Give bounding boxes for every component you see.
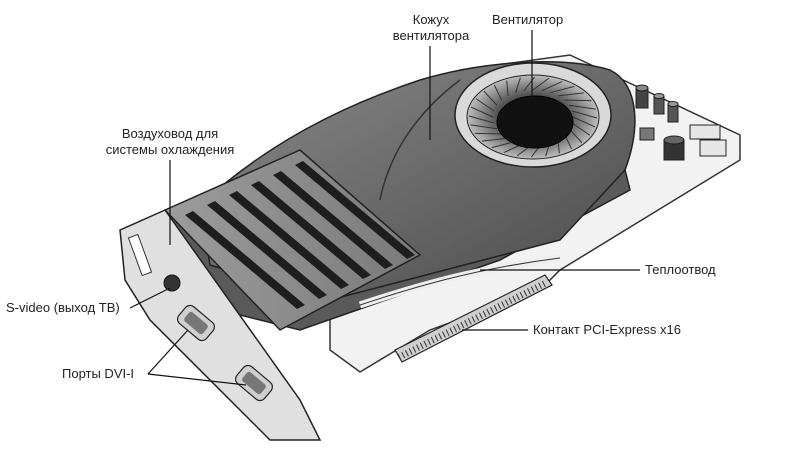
fan <box>455 63 611 167</box>
label-svideo: S-video (выход ТВ) <box>6 300 120 316</box>
label-dvi-ports: Порты DVI-I <box>62 366 134 382</box>
label-pci-contact: Контакт PCI-Express x16 <box>533 322 681 338</box>
svideo-port <box>164 275 180 291</box>
label-fan-shroud: Кожух вентилятора <box>388 12 474 44</box>
label-air-duct: Воздуховод для системы охлаждения <box>100 126 240 158</box>
label-heatsink: Теплоотвод <box>645 262 716 278</box>
label-fan: Вентилятор <box>492 12 563 28</box>
